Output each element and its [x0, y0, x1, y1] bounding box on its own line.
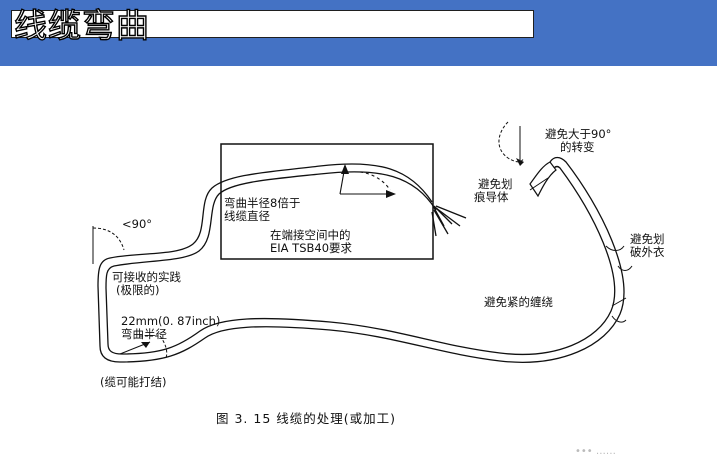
- cable-end-hook: [529, 161, 557, 198]
- label-radius-22mm-line2: 弯曲半径: [121, 327, 167, 341]
- slide-title: 线缆弯曲: [13, 5, 150, 45]
- bend-radius-arrows: [339, 164, 396, 198]
- label-avoid-90-line2: 的转变: [560, 140, 595, 154]
- label-acceptable-line1: 可接收的实践: [112, 270, 181, 284]
- cable-diagram-drawing: [92, 121, 633, 363]
- label-avoid-90-line1: 避免大于90°: [545, 127, 612, 141]
- cable-path: [97, 156, 625, 363]
- terminated-wires: [431, 203, 467, 237]
- label-avoid-jacket-line1: 避免划: [630, 232, 665, 246]
- label-eia-line1: 在端接空间中的: [270, 228, 351, 242]
- title-box: [11, 10, 534, 38]
- label-acceptable-line2: (极限的): [116, 283, 160, 297]
- tight-wrap-arrow: [611, 297, 627, 307]
- angle-marker-90: [92, 226, 125, 264]
- label-eia-line2: EIA TSB40要求: [270, 241, 353, 255]
- radius-22mm-marker: [119, 335, 168, 359]
- label-avoid-scratch-line1: 避免划: [478, 177, 513, 191]
- figure-caption: 图 3. 15 线缆的处理(或加工): [216, 411, 397, 426]
- scratch-arrow: [529, 177, 549, 191]
- eia-requirement-box: [220, 143, 434, 260]
- cable-bending-figure: <90° 弯曲半径8倍于 线缆直径 在端接空间中的 EIA TSB40要求 避免…: [0, 66, 717, 455]
- label-knot: (缆可能打结): [100, 375, 167, 389]
- label-avoid-jacket-line2: 破外衣: [630, 245, 665, 259]
- footer-watermark: ••• ‥‥‥: [575, 446, 616, 457]
- jacket-wrap-marks: [605, 245, 633, 323]
- label-bend-radius-line2: 线缆直径: [224, 209, 270, 223]
- label-radius-22mm-line1: 22mm(0. 87inch): [121, 314, 221, 328]
- avoid-90-marker: [498, 121, 525, 166]
- label-angle-90: <90°: [122, 217, 153, 231]
- label-bend-radius-line1: 弯曲半径8倍于: [224, 196, 301, 210]
- label-avoid-scratch-line2: 痕导体: [474, 190, 509, 204]
- label-avoid-tight-wrap: 避免紧的缠绕: [484, 295, 553, 309]
